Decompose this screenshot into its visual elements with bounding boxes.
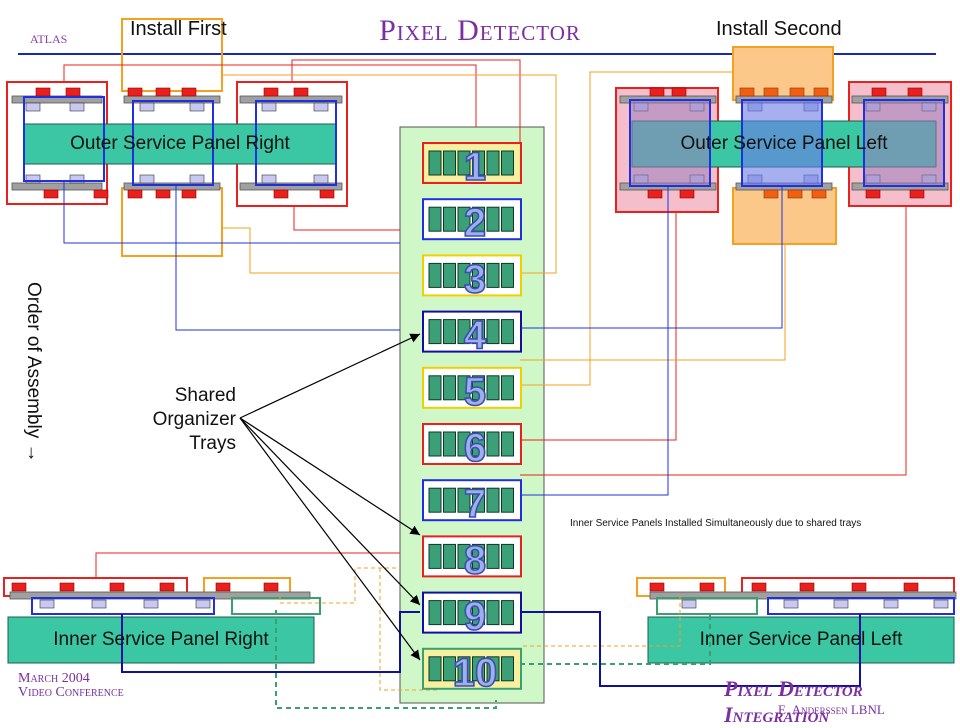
tray-9: 9 bbox=[422, 591, 522, 639]
tray-number-3: 3 bbox=[464, 257, 486, 301]
tray-4: 4 bbox=[422, 310, 522, 358]
tray-number-2: 2 bbox=[464, 201, 486, 245]
tray-number-4: 4 bbox=[464, 314, 487, 358]
tray-number-1: 1 bbox=[464, 145, 486, 189]
tray-number-9: 9 bbox=[464, 595, 486, 639]
arrow-tray-9 bbox=[239, 417, 421, 606]
install-second-label: Install Second bbox=[716, 18, 842, 40]
tray-5: 5 bbox=[422, 366, 522, 415]
tray-number-7: 7 bbox=[464, 482, 486, 526]
outer-panel-left-group bbox=[615, 46, 952, 245]
shared-line-3: Trays bbox=[189, 433, 236, 454]
inner-panel-right-label: Inner Service Panel Right bbox=[53, 629, 269, 650]
tray-1: 1 bbox=[422, 142, 522, 190]
order-of-assembly-label: Order of Assembly → bbox=[23, 282, 44, 463]
tray-number-10: 10 bbox=[453, 651, 498, 695]
inner-panel-left-label: Inner Service Panel Left bbox=[699, 629, 903, 650]
page-title: Pixel Detector bbox=[379, 14, 581, 47]
outer-panel-right-group bbox=[6, 18, 348, 257]
outer-panel-right-label: Outer Service Panel Right bbox=[70, 133, 290, 154]
tray-3: 3 bbox=[422, 254, 522, 302]
tray-7: 7 bbox=[422, 479, 522, 527]
tray-10: 10 bbox=[422, 647, 522, 696]
footer-date: March 2004 bbox=[18, 671, 90, 686]
inner-panel-left-group bbox=[636, 577, 957, 664]
tray-number-5: 5 bbox=[464, 370, 486, 414]
arrow-tray-10 bbox=[239, 417, 421, 661]
arrow-tray-4 bbox=[239, 333, 421, 419]
inner-panel-left-bar bbox=[647, 616, 955, 664]
shared-tray-arrows bbox=[239, 333, 421, 661]
footer-author: E. Anderssen LBNL bbox=[778, 702, 885, 717]
tray-8: 8 bbox=[422, 535, 522, 583]
trays-layer: 1 2 3 4 5 6 7 8 9 10 bbox=[422, 142, 522, 696]
tray-number-6: 6 bbox=[464, 426, 486, 470]
outer-panel-right-bar bbox=[23, 123, 337, 165]
shared-line-2: Organizer bbox=[152, 409, 236, 430]
footer-date-block: March 2004 Video Conference bbox=[18, 672, 124, 700]
inner-panels-note: Inner Service Panels Installed Simultane… bbox=[570, 518, 862, 529]
arrow-tray-8 bbox=[239, 417, 421, 536]
shared-line-1: Shared bbox=[174, 385, 236, 406]
tray-6: 6 bbox=[422, 423, 522, 471]
footer-event: Video Conference bbox=[18, 685, 124, 700]
tray-2: 2 bbox=[422, 198, 522, 246]
routing-lines bbox=[63, 59, 907, 709]
outer-panel-left-label: Outer Service Panel Left bbox=[680, 133, 888, 154]
atlas-logo: atlas bbox=[30, 28, 68, 47]
tray-number-8: 8 bbox=[464, 538, 486, 582]
shared-trays-label: Shared Organizer Trays bbox=[118, 384, 236, 456]
install-first-label: Install First bbox=[130, 18, 227, 40]
inner-panel-right-bar bbox=[7, 616, 315, 664]
